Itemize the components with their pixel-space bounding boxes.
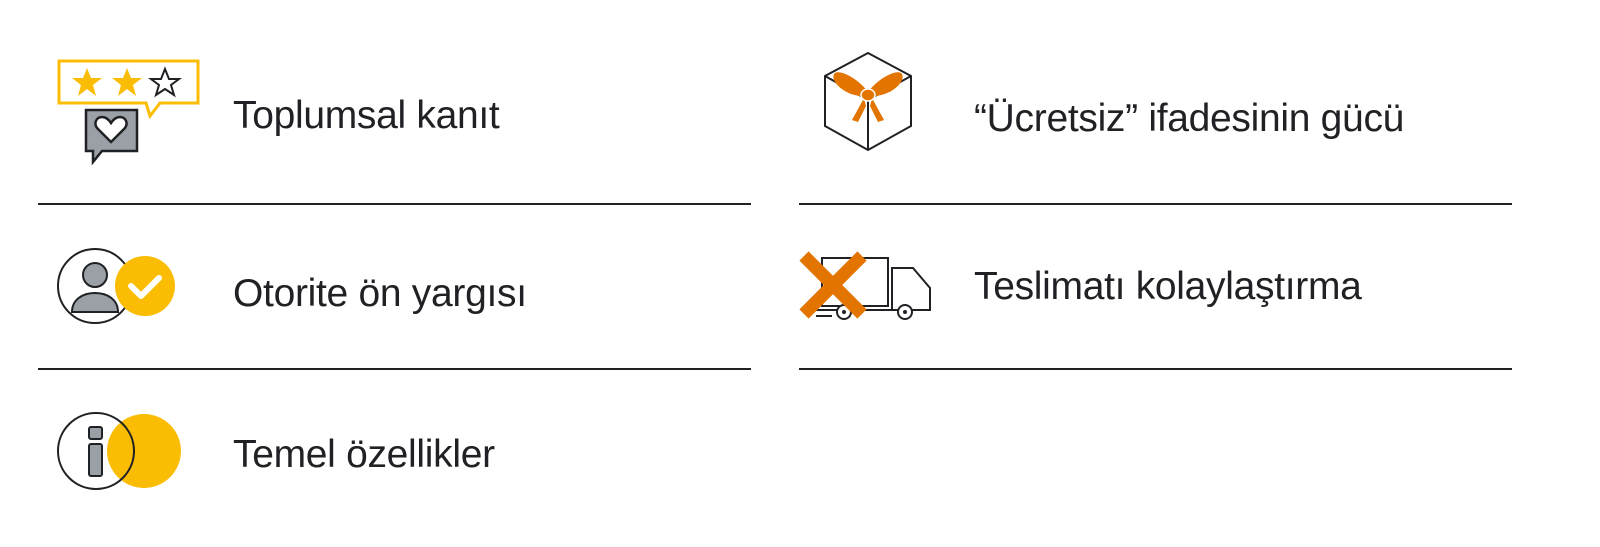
item-label-key-features: Temel özellikler — [233, 433, 495, 476]
divider — [799, 203, 1512, 205]
item-label-authority-bias: Otorite ön yargısı — [233, 272, 527, 315]
item-label-social-proof: Toplumsal kanıt — [233, 94, 500, 137]
info-icon — [55, 410, 185, 492]
item-label-easy-delivery: Teslimatı kolaylaştırma — [974, 265, 1362, 308]
delivery-truck-icon — [798, 250, 938, 326]
divider — [38, 368, 751, 370]
verified-user-icon — [55, 245, 179, 327]
rating-review-icon — [56, 58, 202, 166]
gift-box-icon — [822, 50, 914, 154]
divider — [799, 368, 1512, 370]
item-label-power-of-free: “Ücretsiz” ifadesinin gücü — [974, 97, 1405, 140]
divider — [38, 203, 751, 205]
